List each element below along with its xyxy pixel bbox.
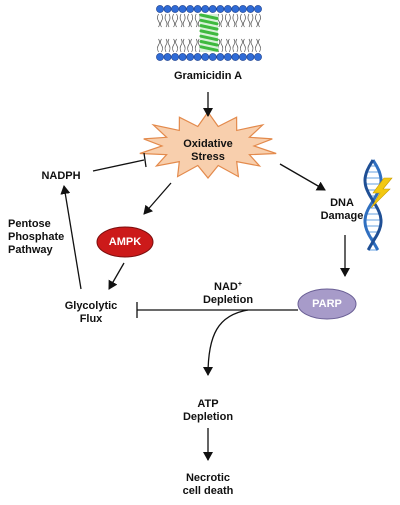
lipid-head [239, 53, 247, 61]
arrow-stress-to-dna-damage [279, 163, 326, 191]
arrow-ampk-to-glycolytic-flux [108, 262, 125, 290]
nad-depletion-label: NAD+ Depletion [188, 281, 268, 307]
lipid-head [231, 53, 240, 61]
pentose-phosphate-pathway-label: Pentose Phosphate Pathway [8, 218, 78, 257]
membrane-icon [156, 5, 262, 61]
lipid-head [156, 5, 164, 13]
ampk-label: AMPK [108, 236, 142, 248]
lipid-head [254, 5, 262, 13]
oxidative-stress-label: Oxidative Stress [168, 138, 248, 164]
oxidative-stress-line-1: Oxidative [183, 138, 233, 150]
nad-superscript: + [237, 281, 242, 288]
lipid-head [201, 53, 210, 61]
oxidative-stress-star-icon [139, 111, 277, 179]
inhibit-stress-to-nadph [92, 159, 145, 172]
nad-line-1: NAD+ [188, 281, 268, 294]
gramicidin-a-label: Gramicidin A [173, 70, 243, 82]
arrow-nad-depletion-to-atp-depletion [203, 309, 249, 376]
arrow-glycolytic-flux-to-nadph [60, 185, 82, 290]
lipid-head [246, 5, 255, 13]
necrotic-line-1: Necrotic [185, 472, 231, 484]
glycolytic-flux-label: Glycolytic Flux [51, 300, 131, 326]
lipid-head [208, 53, 217, 61]
lipid-head [171, 53, 179, 61]
lipid-head [193, 53, 202, 61]
lipid-head [178, 5, 187, 13]
nadph-label: NADPH [41, 170, 81, 182]
necrotic-cell-death-label: Necrotic cell death [163, 472, 253, 498]
lipid-head [231, 5, 240, 13]
dna-icon [363, 159, 383, 251]
ampk-node-shape [96, 226, 154, 258]
dna-damage-label: DNA Damage [307, 197, 377, 223]
parp-node-shape [297, 288, 357, 320]
lipid-head [163, 5, 172, 13]
lipid-head [171, 5, 179, 13]
lipid-head [239, 5, 247, 13]
lipid-head [254, 53, 262, 61]
necrotic-line-2: cell death [182, 485, 234, 497]
oxidative-stress-line-2: Stress [191, 151, 225, 163]
lightning-icon [370, 177, 393, 209]
lipid-head [201, 5, 210, 13]
lipid-head [186, 53, 195, 61]
lipid-head [178, 53, 187, 61]
nad-line-2: Depletion [202, 294, 254, 306]
atp-line-1: ATP [197, 398, 219, 410]
dna-damage-line-2: Damage [320, 210, 364, 222]
atp-line-2: Depletion [182, 411, 234, 423]
lipid-head [208, 5, 217, 13]
arrow-stress-to-ampk [143, 182, 172, 215]
ppp-line-1: Pentose [8, 218, 51, 230]
lipid-head [156, 53, 164, 61]
atp-depletion-label: ATP Depletion [168, 398, 248, 424]
arrows [60, 92, 350, 461]
ppp-line-2: Phosphate [8, 231, 65, 243]
lipid-head [163, 53, 172, 61]
glyco-line-1: Glycolytic [64, 300, 118, 312]
glyco-line-2: Flux [79, 313, 103, 325]
nad-text: NAD [214, 281, 238, 293]
dna-damage-line-1: DNA [330, 197, 354, 209]
gramicidin-channel-icon [199, 13, 219, 52]
lipid-head [186, 5, 195, 13]
parp-label: PARP [312, 298, 342, 310]
lipid-head [193, 5, 202, 13]
lipid-head [223, 5, 232, 13]
lipid-head [216, 53, 225, 61]
inhibit-bar-nadph [143, 152, 147, 168]
lipid-head [246, 53, 255, 61]
lipid-head [223, 53, 232, 61]
lipid-head [216, 5, 225, 13]
ppp-line-3: Pathway [8, 244, 53, 256]
